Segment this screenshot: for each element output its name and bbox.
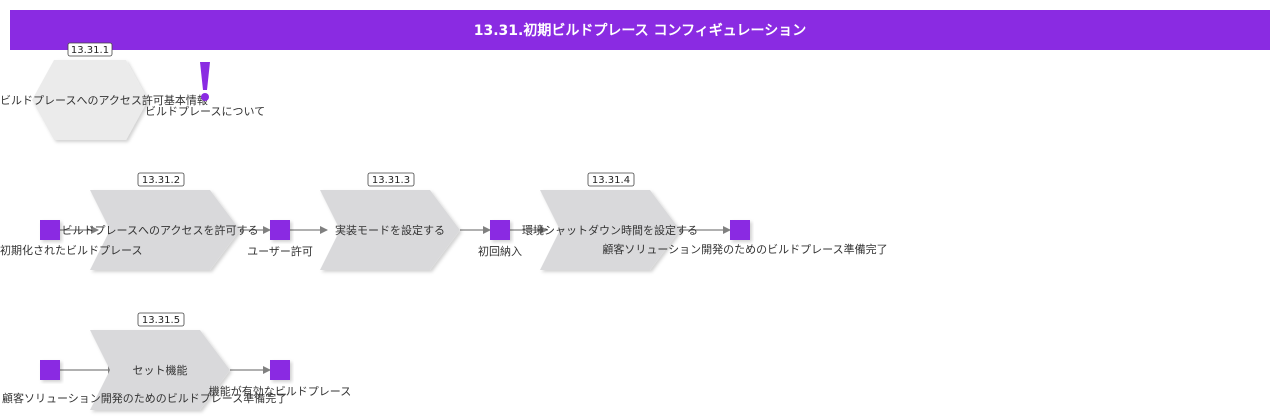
event-label: ユーザー許可 bbox=[247, 245, 313, 258]
step-badge: 13.31.2 bbox=[137, 172, 185, 187]
event-label: 機能が有効なビルドプレース bbox=[209, 384, 351, 398]
hexagon-label: ビルドプレースへのアクセス許可基本情報 bbox=[0, 93, 208, 107]
event-first-delivery-square[interactable] bbox=[490, 220, 510, 240]
step-badge: 13.31.3 bbox=[367, 172, 415, 187]
step-badge: 13.31.4 bbox=[587, 172, 635, 187]
step-label: セット機能 bbox=[133, 363, 188, 377]
event-start-square[interactable] bbox=[40, 220, 60, 240]
note-label: ビルドプレースについて bbox=[145, 105, 265, 118]
svg-text:13.31.5: 13.31.5 bbox=[142, 315, 180, 326]
event-start-square[interactable] bbox=[40, 360, 60, 380]
exclamation-icon bbox=[200, 62, 210, 101]
event-user-permission-square[interactable] bbox=[270, 220, 290, 240]
step-badge: 13.31.5 bbox=[137, 312, 185, 327]
hexagon-access-info[interactable] bbox=[32, 60, 148, 140]
svg-text:13.31.1: 13.31.1 bbox=[71, 45, 109, 56]
process-step-shutdown-time[interactable] bbox=[540, 190, 680, 270]
event-end-square[interactable] bbox=[270, 360, 290, 380]
event-ready-square[interactable] bbox=[730, 220, 750, 240]
step-label: ビルドプレースへのアクセスを許可する bbox=[62, 224, 259, 237]
process-step-grant-access[interactable] bbox=[90, 190, 240, 270]
process-step-set-features[interactable] bbox=[90, 330, 230, 410]
process-step-implementation-mode[interactable] bbox=[320, 190, 460, 270]
svg-text:13.31.4: 13.31.4 bbox=[592, 175, 630, 186]
step-label: 環境シャットダウン時間を設定する bbox=[522, 223, 698, 237]
event-label: 顧客ソリューション開発のためのビルドプレース準備完了 bbox=[2, 391, 287, 405]
event-label: 初期化されたビルドプレース bbox=[0, 243, 142, 257]
event-label: 顧客ソリューション開発のためのビルドプレース準備完了 bbox=[602, 242, 887, 256]
event-label: 初回納入 bbox=[478, 244, 522, 258]
svg-text:13.31.3: 13.31.3 bbox=[372, 175, 410, 186]
step-badge: 13.31.1 bbox=[67, 42, 113, 57]
page-title: 13.31.初期ビルドプレース コンフィギュレーション bbox=[10, 10, 1270, 50]
step-label: 実装モードを設定する bbox=[335, 223, 445, 237]
svg-text:13.31.2: 13.31.2 bbox=[142, 175, 180, 186]
